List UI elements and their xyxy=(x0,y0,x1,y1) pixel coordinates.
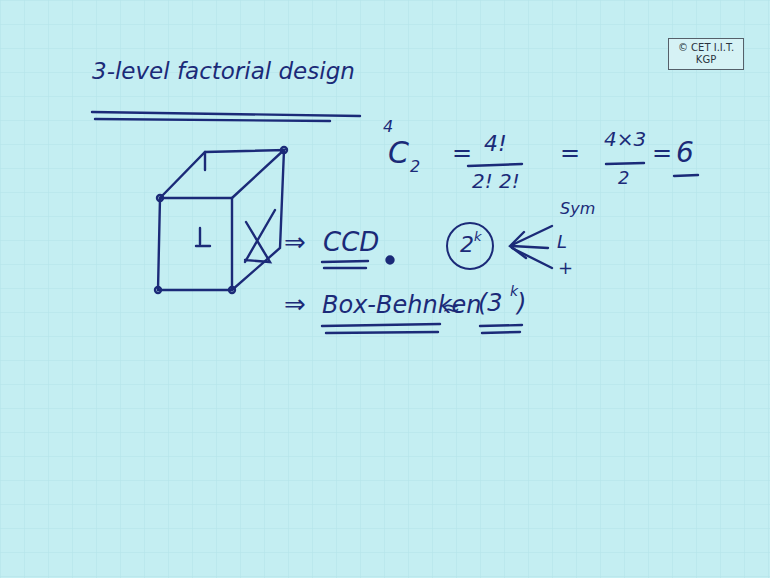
cube-mark xyxy=(196,228,210,246)
logo-box: © CET I.I.T. KGP xyxy=(668,38,744,70)
note: Sym xyxy=(560,200,595,218)
note: L xyxy=(557,232,567,252)
expression: ) xyxy=(517,290,526,316)
vertex-dot xyxy=(157,195,163,201)
circled-term: 2k xyxy=(446,222,494,270)
cube-cross xyxy=(245,210,275,262)
cube-hidden-edge xyxy=(204,152,206,170)
superscript: 4 xyxy=(383,118,393,136)
result: 6 xyxy=(676,138,694,169)
implies-arrow: ⇒ xyxy=(284,228,306,257)
denominator: 2 xyxy=(618,168,629,188)
equals-sign: = xyxy=(560,140,580,166)
dot xyxy=(387,257,394,264)
cube-front xyxy=(158,198,232,290)
superscript: k xyxy=(510,284,518,299)
equals-sign: = xyxy=(452,140,472,166)
numerator: 4! xyxy=(484,132,507,156)
design-name: CCD xyxy=(323,228,379,257)
double-underline xyxy=(480,325,522,333)
expression: (3 xyxy=(478,290,503,316)
vertex-dot xyxy=(155,287,161,293)
fraction-bar xyxy=(468,164,522,166)
vertex-dot xyxy=(281,147,287,153)
title-underline xyxy=(92,112,360,116)
equals-sign: = xyxy=(652,140,672,166)
ink-strokes xyxy=(92,112,698,333)
numerator: 4×3 xyxy=(604,128,646,150)
arrow-lines xyxy=(512,226,552,268)
combination-symbol: C xyxy=(388,136,409,169)
logo-text: © CET I.I.T. KGP xyxy=(678,42,734,65)
cube-side xyxy=(232,150,284,290)
double-underline xyxy=(322,324,440,333)
implies-arrow: ⇒ xyxy=(284,290,306,319)
subscript: 2 xyxy=(410,158,420,176)
cube-top xyxy=(160,150,284,198)
approx-sign: ≈ xyxy=(442,296,460,320)
arrow-head xyxy=(510,232,526,258)
exponent: k xyxy=(474,230,482,243)
base: 2 xyxy=(460,234,474,256)
fraction-bar xyxy=(606,163,644,164)
note: + xyxy=(558,258,573,278)
double-underline xyxy=(322,261,368,268)
title-underline xyxy=(95,119,330,121)
result-underline xyxy=(674,175,698,176)
heading: 3-level factorial design xyxy=(92,58,355,84)
denominator: 2! 2! xyxy=(472,170,520,192)
vertex-dot xyxy=(229,287,235,293)
